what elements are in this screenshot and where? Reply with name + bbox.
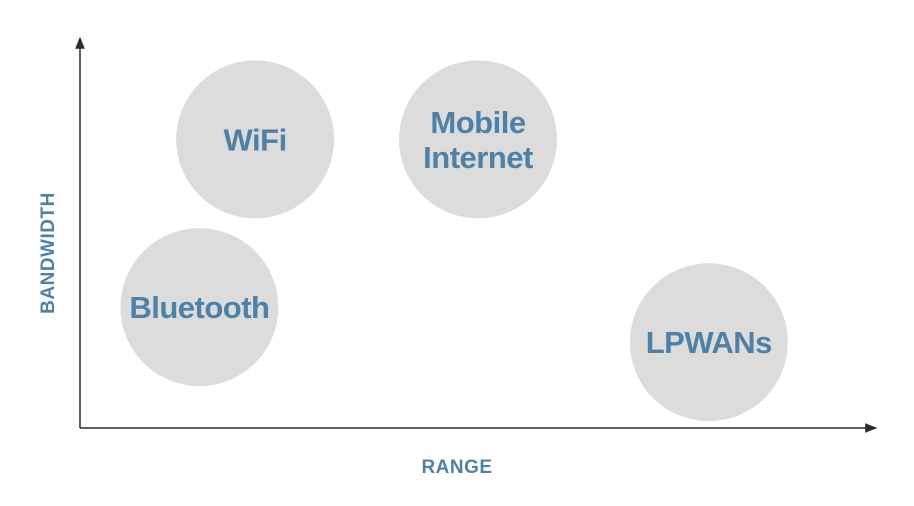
bubble-label-lpwans: LPWANs: [646, 325, 772, 360]
bubble-wifi: [176, 60, 335, 219]
bubble-label-wifi: WiFi: [224, 122, 287, 157]
bubble-mobile-internet: [399, 60, 557, 219]
bubble-label-bluetooth: Bluetooth: [129, 290, 269, 325]
y-axis-label: BANDWIDTH: [38, 192, 59, 314]
x-axis-label: RANGE: [421, 457, 492, 478]
bubble-lpwans: [629, 263, 788, 422]
bubble-bluetooth: [120, 228, 279, 387]
